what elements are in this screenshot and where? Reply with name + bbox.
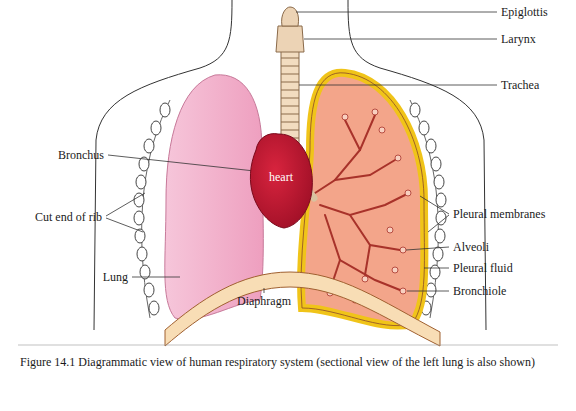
part-label: Bronchiole <box>453 284 506 298</box>
part-label: Alveoli <box>453 240 489 254</box>
part-label: Larynx <box>501 32 536 46</box>
heart-shape: heart <box>248 130 314 230</box>
part-label: Bronchus <box>58 148 104 162</box>
part-label: Epiglottis <box>501 5 548 19</box>
part-label: Diaphragm <box>237 294 291 308</box>
figure-caption: Figure 14.1 Diagrammatic view of human r… <box>20 354 540 370</box>
part-label: Pleural membranes <box>453 207 545 221</box>
part-label: Lung <box>103 270 128 284</box>
part-label: Pleural fluid <box>453 261 513 275</box>
organ-label: heart <box>248 170 314 184</box>
part-label: Trachea <box>501 78 539 92</box>
heart-text-block: heart <box>248 130 314 184</box>
part-label: Cut end of rib <box>35 210 102 224</box>
